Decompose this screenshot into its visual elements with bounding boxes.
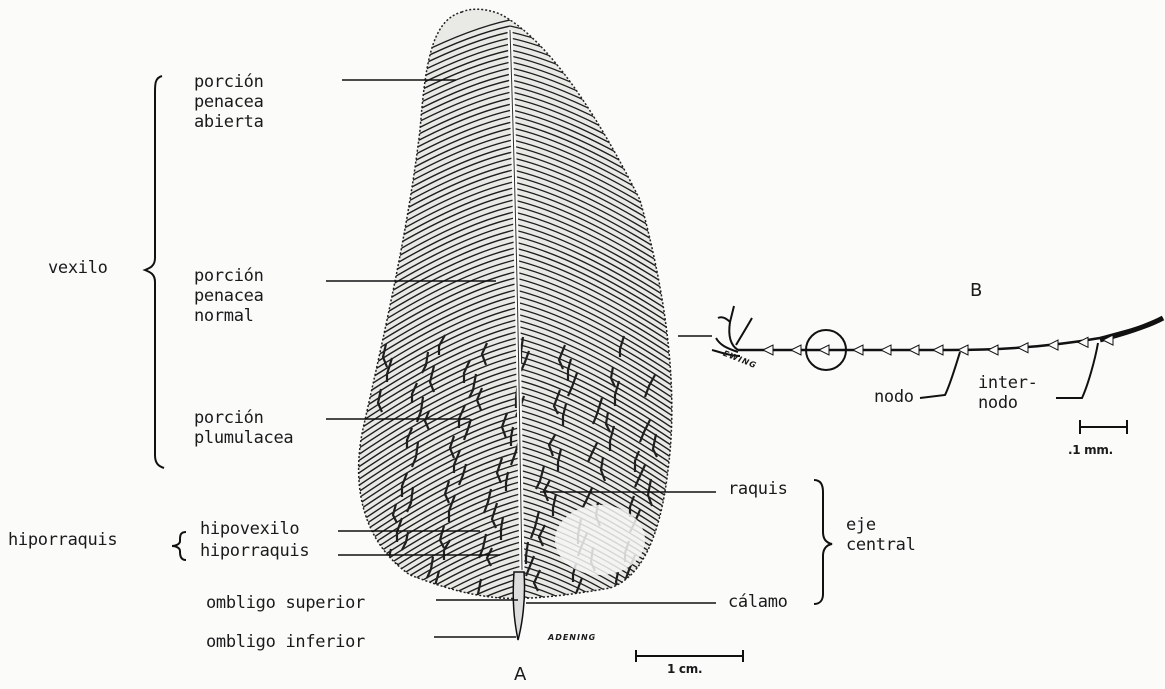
vexilo-bracket	[145, 76, 164, 468]
label-calamus: cálamo	[728, 592, 788, 612]
artist-signature: ADENING	[548, 628, 596, 648]
barbule-node	[881, 345, 891, 355]
barbule-node	[988, 345, 998, 355]
label-internode: inter- nodo	[978, 373, 1038, 413]
barbule-drawing	[712, 306, 1163, 398]
label-plumulaceous: porción plumulacea	[194, 408, 293, 448]
eje-central-bracket	[814, 480, 832, 604]
barbule-node	[933, 345, 943, 355]
barbule-node	[1048, 340, 1058, 350]
plumulaceous-tuft	[370, 330, 380, 348]
barb-line	[342, 590, 521, 689]
barb-line	[342, 596, 522, 689]
calamus-shaft	[513, 572, 524, 640]
barbule-node	[909, 345, 919, 355]
barb-line	[343, 584, 522, 683]
barbule-node	[853, 345, 863, 355]
label-rachis: raquis	[728, 479, 788, 499]
barbule-node	[1018, 343, 1028, 353]
label-vexillum: vexilo	[48, 258, 108, 278]
barbule-node	[819, 345, 829, 355]
scale-label-barbule: .1 mm.	[1068, 440, 1113, 460]
label-inferior-umbilicus: ombligo inferior	[206, 632, 365, 652]
hiporraquis-brace	[172, 532, 186, 560]
label-afterfeather-rachis: hiporraquis	[200, 541, 309, 561]
scale-label-feather: 1 cm.	[667, 659, 702, 679]
scale-bar-barbule	[1080, 420, 1127, 434]
label-central-axis: eje central	[846, 515, 916, 555]
label-superior-umbilicus: ombligo superior	[206, 593, 365, 613]
barbule-node	[1078, 337, 1088, 347]
barbule-node	[763, 345, 773, 355]
plumulaceous-tuft	[392, 563, 397, 587]
label-normal-pennaceous: porción penacea normal	[194, 266, 264, 326]
label-afterfeather-vane: hipovexilo	[200, 519, 299, 539]
label-afterfeather-group: hiporraquis	[8, 530, 117, 550]
label-node: nodo	[874, 387, 914, 407]
barbule-node	[791, 345, 801, 355]
panel-label-b: B	[970, 281, 982, 301]
panel-label-a: A	[514, 665, 526, 685]
label-open-pennaceous: porción penacea abierta	[194, 72, 264, 132]
